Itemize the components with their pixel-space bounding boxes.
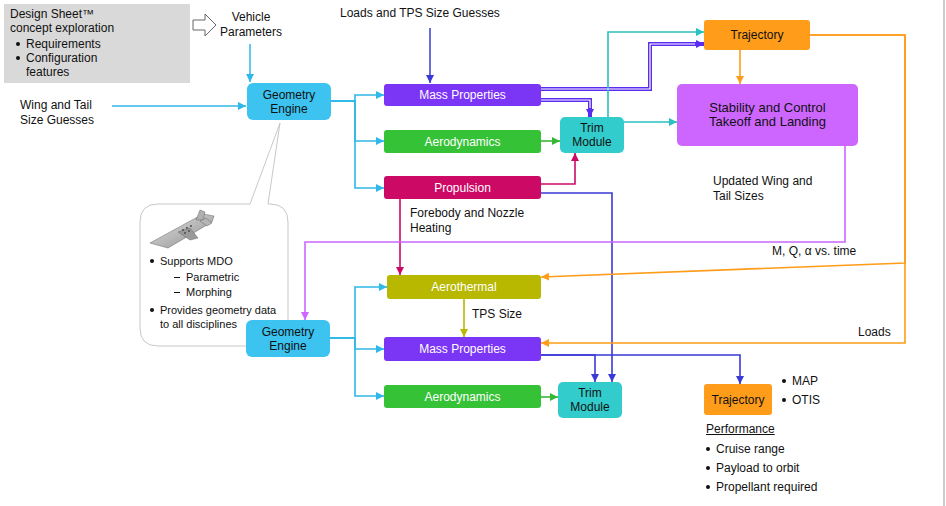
flow-arrow <box>399 199 401 275</box>
node-label: Aerodynamics <box>424 135 500 149</box>
bullet-text: Morphing <box>186 285 282 299</box>
process-box: Trim Module <box>560 117 624 153</box>
node-label: Trim Module <box>565 121 619 149</box>
flow-arrow <box>331 101 384 188</box>
flow-arrow <box>541 396 558 398</box>
annotation-label: OTIS <box>792 393 852 408</box>
input-arrow <box>112 105 246 107</box>
annotation-label: Payload to orbit <box>716 461 866 476</box>
input-arrow <box>249 44 251 82</box>
annotation-label: M, Q, α vs. time <box>772 244 892 259</box>
bullet-mark <box>150 259 154 263</box>
annotation-label: Propellant required <box>716 480 866 495</box>
bullet-mark <box>706 485 710 489</box>
annotation-label: Vehicle Parameters <box>214 10 288 40</box>
process-box: Mass Properties <box>384 84 541 106</box>
requirements-panel: Design Sheet™ concept explorationRequire… <box>4 4 190 83</box>
flow-arrow <box>541 140 560 142</box>
process-box: Aerothermal <box>387 275 541 299</box>
node-label: Mass Properties <box>419 88 506 102</box>
bullet-mark <box>782 398 786 402</box>
flow-arrow <box>541 355 740 384</box>
bullet-text: Configuration features <box>26 51 110 79</box>
node-label: Mass Properties <box>419 342 506 356</box>
node-label: Trajectory <box>712 393 765 407</box>
flow-arrow <box>541 193 612 382</box>
process-box: Trajectory <box>704 20 810 50</box>
annotation-label: Updated Wing and Tail Sizes <box>713 174 827 204</box>
flow-arrow <box>541 100 590 117</box>
bullet-mark <box>16 42 20 46</box>
bullet-text: Parametric <box>186 270 282 284</box>
process-box: Aerodynamics <box>384 385 541 408</box>
flow-arrow <box>739 50 741 84</box>
input-arrow <box>429 28 431 83</box>
flow-arrow <box>541 35 905 277</box>
node-label: Geometry Engine <box>252 88 326 116</box>
flow-arrow <box>331 101 384 141</box>
flow-arrow <box>330 287 387 338</box>
hollow-arrow <box>193 14 216 36</box>
bullet-text: Requirements <box>26 37 176 51</box>
bullet-text: Supports MDO <box>160 254 282 268</box>
process-box: Propulsion <box>384 176 541 199</box>
flow-arrow <box>305 146 845 320</box>
annotation-label: Wing and Tail Size Guesses <box>20 98 106 128</box>
flow-arrow <box>624 121 677 123</box>
node-label: Trajectory <box>731 28 784 42</box>
flow-arrow <box>541 153 575 184</box>
annotation-label: Forebody and Nozzle Heating <box>410 206 534 236</box>
process-box: Stability and ControlTakeoff and Landing <box>677 84 858 146</box>
callout-bubble <box>140 123 288 346</box>
node-label: Aerodynamics <box>424 390 500 404</box>
node-label: Takeoff and Landing <box>709 115 826 129</box>
node-label: Propulsion <box>434 181 491 195</box>
dash-mark <box>174 277 180 278</box>
flow-arrow <box>541 355 595 382</box>
annotation-label: Performance <box>706 422 806 437</box>
node-label: Aerothermal <box>431 280 496 294</box>
process-box: Geometry Engine <box>247 83 331 120</box>
process-box: Mass Properties <box>384 337 541 361</box>
annotation-label: Loads <box>858 325 898 340</box>
bullet-text: Design Sheet™ concept exploration <box>10 7 128 35</box>
process-box: Trajectory <box>704 384 772 415</box>
annotation-label: Cruise range <box>716 442 866 457</box>
process-box: Geometry Engine <box>246 320 330 357</box>
bullet-mark <box>706 447 710 451</box>
annotation-label: MAP <box>792 374 852 389</box>
annotation-label: Loads and TPS Size Guesses <box>340 6 540 21</box>
bullet-mark <box>782 379 786 383</box>
process-box: Trim Module <box>558 382 622 418</box>
node-label: Trim Module <box>563 386 617 414</box>
flow-arrow <box>463 299 465 337</box>
flow-arrow <box>331 95 384 101</box>
flow-arrow <box>330 338 384 349</box>
annotation-label: TPS Size <box>472 307 532 322</box>
process-box: Aerodynamics <box>384 130 541 153</box>
dash-mark <box>174 292 180 293</box>
frame-edge <box>944 0 945 506</box>
aircraft-illustration <box>150 210 214 248</box>
bullet-mark <box>706 466 710 470</box>
bullet-mark <box>150 308 154 312</box>
bullet-mark <box>16 56 20 60</box>
node-label: Stability and Control <box>709 101 825 115</box>
node-label: Geometry Engine <box>251 325 325 353</box>
flow-arrow <box>330 338 384 396</box>
double-line-core <box>541 100 590 108</box>
flow-arrow <box>541 44 704 89</box>
double-line-core <box>541 44 695 89</box>
flow-arrow <box>541 35 905 343</box>
connector-group <box>305 32 905 397</box>
